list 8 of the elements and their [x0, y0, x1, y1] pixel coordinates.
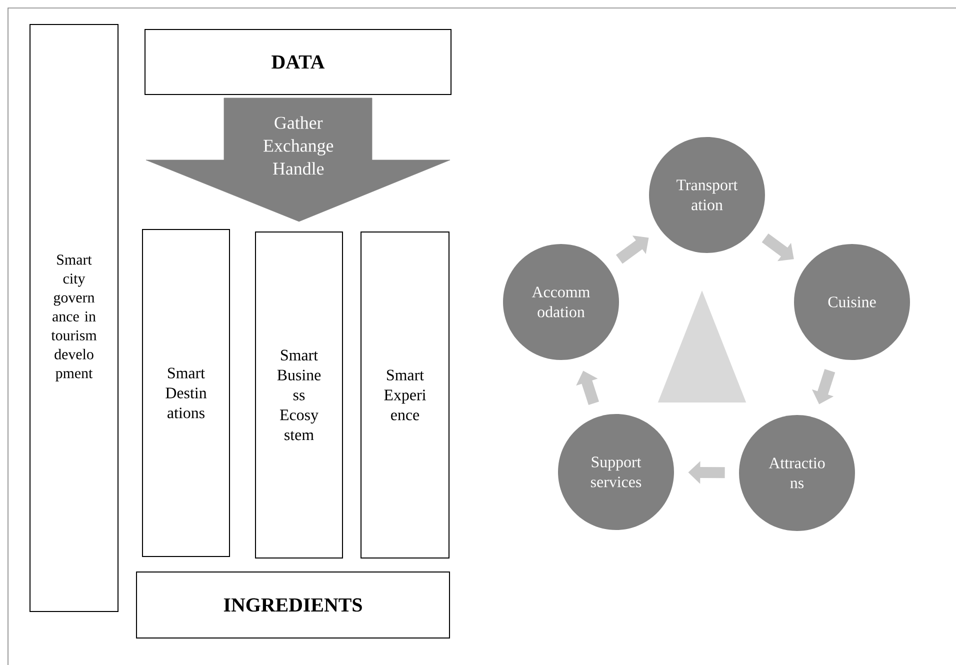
text-box: DATA: [144, 29, 452, 95]
text-box: Smart city govern ance in tourism develo pment: [30, 24, 118, 612]
text-box: Smart Experi ence: [360, 232, 450, 558]
triangle-shape: [658, 290, 746, 403]
arrow-label: Gather Exchange Handle: [247, 115, 350, 176]
text-box: INGREDIENTS: [136, 572, 450, 638]
text-box: Smart Busine ss Ecosy stem: [255, 232, 343, 558]
text-box: Smart Destin ations: [142, 229, 230, 557]
